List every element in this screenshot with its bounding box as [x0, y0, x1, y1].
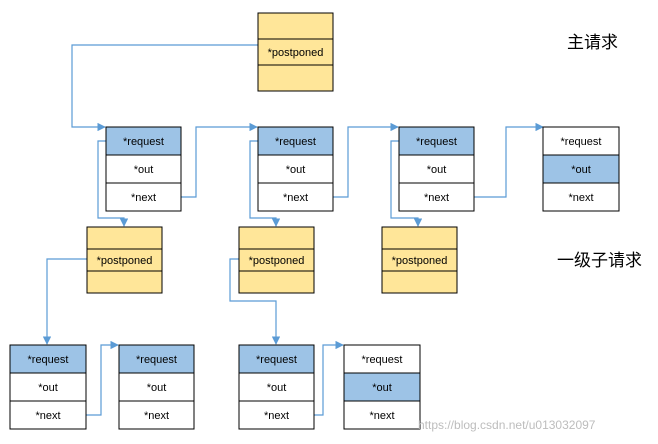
node-cell — [238, 400, 315, 430]
node-field-label: *next — [283, 192, 308, 204]
node-field-label: *request — [123, 136, 164, 148]
node-cell — [238, 372, 315, 402]
node-field-label: *out — [427, 164, 447, 176]
node-field-label: *out — [571, 164, 591, 176]
node-cell — [343, 344, 421, 374]
node-field-label: *postponed — [268, 47, 324, 59]
connector-layer — [42, 44, 544, 416]
node-cell — [86, 226, 163, 250]
node-req-c: *request *out *next — [398, 126, 475, 212]
connector-req-a-to-postponed-a — [97, 140, 129, 227]
watermark: https://blog.csdn.net/u013032097 — [418, 418, 596, 432]
node-cell — [118, 372, 195, 402]
node-cell — [398, 154, 475, 184]
node-cell — [9, 372, 87, 402]
node-cell — [118, 344, 195, 374]
node-field-label: *request — [275, 136, 316, 148]
node-postponed-c: *postponed — [381, 226, 458, 294]
node-cell — [542, 182, 620, 212]
node-field-label: *next — [369, 410, 394, 422]
node-req-d: *request *out *next — [542, 126, 620, 212]
node-cell — [257, 182, 334, 212]
node-cell — [105, 126, 182, 156]
node-field-label: *next — [424, 192, 449, 204]
node-field-label: *out — [147, 382, 167, 394]
node-cell — [381, 270, 458, 294]
node-cell — [257, 64, 334, 92]
node-field-label: *request — [136, 354, 177, 366]
node-cell — [118, 400, 195, 430]
node-field-label: *postponed — [249, 255, 305, 267]
connector-req-c-to-postponed-c — [390, 140, 423, 227]
node-cell — [398, 182, 475, 212]
node-cell — [257, 12, 334, 40]
connector-sub-req-1-to-sub-req-2 — [86, 340, 119, 416]
node-sub-req-3: *request *out *next — [238, 344, 315, 430]
node-cell — [9, 400, 87, 430]
node-layer: *postponed*request*out*next*request*out*… — [9, 12, 620, 430]
node-field-label: *request — [561, 136, 602, 148]
node-field-label: *postponed — [392, 255, 448, 267]
node-sub-req-4: *request *out *next — [343, 344, 421, 430]
node-cell — [105, 154, 182, 184]
node-field-label: *next — [264, 410, 289, 422]
node-postponed-b: *postponed — [238, 226, 315, 294]
node-field-label: *out — [134, 164, 154, 176]
node-cell — [86, 270, 163, 294]
node-main-postponed: *postponed — [257, 12, 334, 92]
node-cell — [238, 226, 315, 250]
connector-sub-req-3-to-sub-req-4 — [314, 340, 344, 416]
main-request-label: 主请求 — [567, 33, 618, 53]
connector-req-a-to-req-b — [180, 122, 258, 198]
node-req-a: *request *out *next — [105, 126, 182, 212]
node-req-b: *request *out *next — [257, 126, 334, 212]
connector-req-b-to-postponed-b — [249, 140, 281, 227]
node-cell — [105, 182, 182, 212]
node-postponed-a: *postponed — [86, 226, 163, 294]
node-field-label: *out — [372, 382, 392, 394]
node-sub-req-1: *request *out *next — [9, 344, 87, 430]
node-field-label: *request — [256, 354, 297, 366]
node-cell — [257, 154, 334, 184]
node-field-label: *request — [362, 354, 403, 366]
node-cell — [238, 270, 315, 294]
node-field-label: *out — [267, 382, 287, 394]
node-field-label: *postponed — [97, 255, 153, 267]
node-cell — [238, 344, 315, 374]
connector-main-to-req-a — [71, 44, 258, 132]
node-field-label: *out — [38, 382, 58, 394]
node-cell — [542, 126, 620, 156]
node-field-label: *next — [144, 410, 169, 422]
connector-req-b-to-req-c — [332, 122, 399, 198]
node-field-label: *next — [35, 410, 60, 422]
node-cell — [398, 126, 475, 156]
connector-req-c-to-req-d — [474, 122, 544, 198]
connector-postponed-a-to-sub-req-1 — [42, 258, 87, 345]
node-sub-req-2: *request *out *next — [118, 344, 195, 430]
node-cell — [257, 126, 334, 156]
node-field-label: *request — [28, 354, 69, 366]
node-cell — [381, 226, 458, 250]
node-cell — [257, 38, 334, 66]
sub-request-label: 一级子请求 — [557, 251, 642, 271]
node-cell — [343, 400, 421, 430]
node-field-label: *out — [286, 164, 306, 176]
node-cell — [542, 154, 620, 184]
node-field-label: *next — [568, 192, 593, 204]
connector-postponed-b-to-sub-req-3 — [229, 258, 281, 345]
node-field-label: *request — [416, 136, 457, 148]
node-cell — [343, 372, 421, 402]
node-field-label: *next — [131, 192, 156, 204]
